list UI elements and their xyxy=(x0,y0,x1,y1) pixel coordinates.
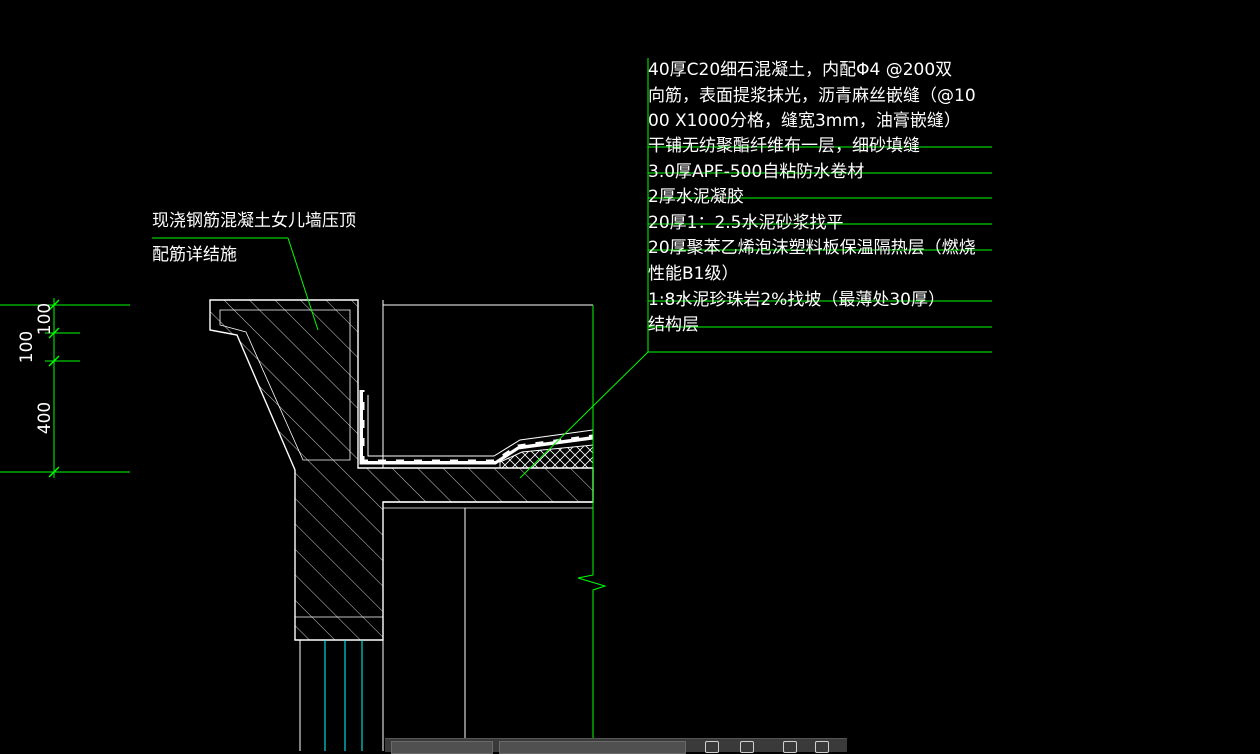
dim-label-top: 100 xyxy=(35,303,55,335)
layer-note-leader xyxy=(519,58,992,479)
arrow-icon[interactable] xyxy=(740,741,754,753)
left-note-leader xyxy=(152,237,319,331)
layer-note-8: 20厚聚苯乙烯泡沫塑料板保温隔热层（燃烧 xyxy=(648,238,976,258)
left-note-line-2: 配筋详结施 xyxy=(152,245,237,265)
layer-note-3: 00 X1000分格，缝宽3mm，油膏嵌缝） xyxy=(648,110,961,131)
layer-note-9: 性能B1级） xyxy=(648,264,738,284)
layer-note-4: 干铺无纺聚酯纤维布一层，细砂填缝 xyxy=(648,136,920,156)
layer-note-7: 20厚1：2.5水泥砂浆找平 xyxy=(648,213,843,233)
layer-note-2: 向筋，表面提浆抹光，沥青麻丝嵌缝（@10 xyxy=(648,86,976,106)
paste-icon[interactable] xyxy=(815,741,829,753)
layer-note-6: 2厚水泥凝胶 xyxy=(648,187,744,207)
edit-icon[interactable] xyxy=(705,741,719,753)
roof-layers xyxy=(357,388,594,469)
toolbar-tab-1[interactable] xyxy=(391,741,493,754)
parapet-section xyxy=(209,299,594,751)
layer-note-11: 结构层 xyxy=(648,315,699,335)
dimension-group xyxy=(0,298,130,478)
left-note-line-1: 现浇钢筋混凝土女儿墙压顶 xyxy=(152,211,356,231)
copy-icon[interactable] xyxy=(783,741,797,753)
break-line xyxy=(577,305,607,751)
toolbar-tab-2[interactable] xyxy=(499,741,686,754)
dim-label-middle: 100 xyxy=(17,331,37,363)
layer-note-10: 1:8水泥珍珠岩2%找坡（最薄处30厚） xyxy=(648,290,945,310)
layer-note-5: 3.0厚APF-500自粘防水卷材 xyxy=(648,162,864,182)
dim-label-bottom: 400 xyxy=(35,402,55,434)
layer-note-1: 40厚C20细石混凝土，内配Φ4 @200双 xyxy=(648,60,952,80)
bottom-toolbar xyxy=(385,738,847,754)
